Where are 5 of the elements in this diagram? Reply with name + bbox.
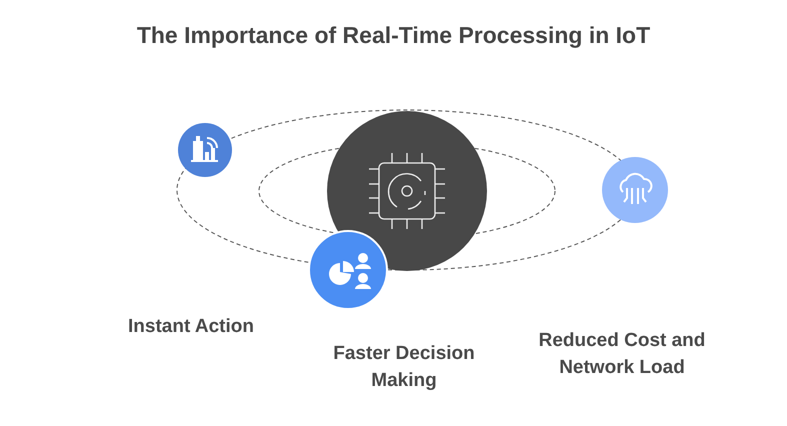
feature-label: Faster Decision Making (332, 342, 476, 393)
icon-circle (178, 123, 232, 177)
title: The Importance of Real-Time Processing in IoT (136, 22, 652, 49)
feature-label: Reduced Cost and Network Load (538, 329, 706, 380)
feature-label: Instant Action (127, 315, 255, 339)
